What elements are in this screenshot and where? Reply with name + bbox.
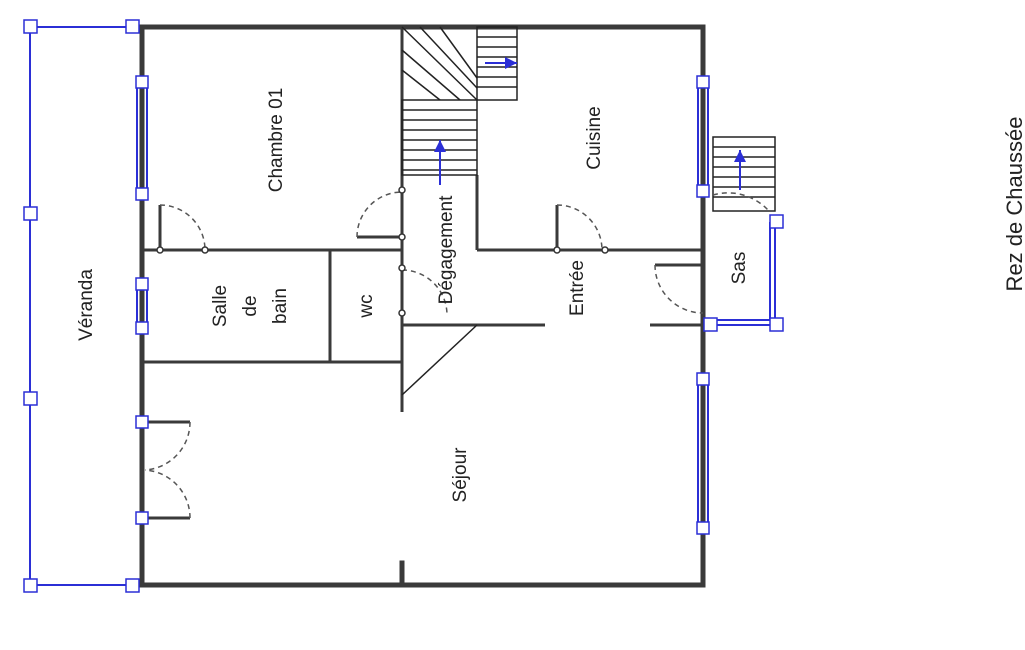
selected-elements[interactable] [23,19,784,593]
room-label-chambre: Chambre 01 [266,88,287,193]
room-label-cuisine: Cuisine [584,106,605,169]
room-label-salle-1: Salle [210,285,231,327]
staircase [401,26,518,185]
room-label-sejour: Séjour [450,447,471,503]
room-label-salle-3: bain [270,288,291,324]
exterior-steps [712,136,776,212]
room-label-degagement: Dégagement [436,195,457,305]
room-label-wc: wc [356,294,377,318]
plan-title: Rez de Chaussée [1002,117,1025,292]
interior-walls [142,27,703,588]
room-label-sas: Sas [729,252,750,285]
room-label-salle-2: de [240,295,261,316]
room-label-entree: Entrée [567,260,588,316]
room-label-veranda: Véranda [76,269,97,341]
doors [144,186,769,520]
exterior-walls [139,24,706,588]
